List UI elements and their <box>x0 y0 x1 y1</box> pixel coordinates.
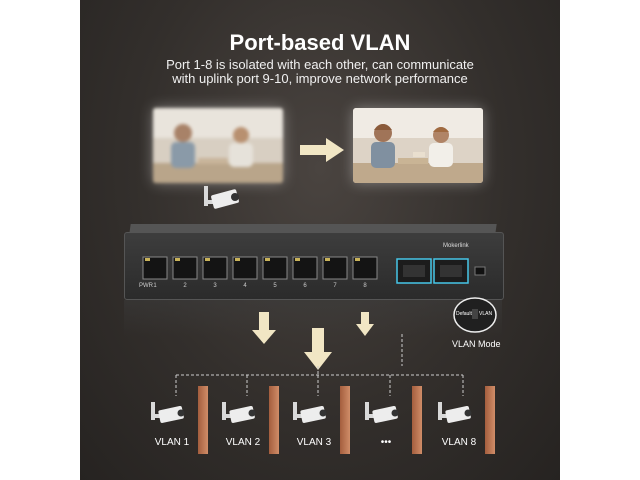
camera-icon <box>204 186 239 209</box>
arrow-down-icon <box>304 328 332 370</box>
network-switch: Mokerlink PWR 1 2 3 4 5 6 7 8 <box>124 232 504 300</box>
ethernet-port <box>292 256 318 280</box>
port-led <box>265 258 270 261</box>
port-number-label: 6 <box>303 283 307 289</box>
vlan-label: VLAN 3 <box>296 437 332 448</box>
ethernet-port <box>262 256 288 280</box>
subtitle-line-2: with uplink port 9-10, improve network p… <box>172 71 468 86</box>
infographic-canvas: Port-based VLAN Port 1-8 is isolated wit… <box>80 0 560 480</box>
photo-after <box>353 108 483 183</box>
mode-vlan-text: VLAN <box>479 311 493 317</box>
port-number-label: 2 <box>183 283 187 289</box>
camera-icon <box>151 402 185 423</box>
port-number-label: 1 <box>153 283 157 289</box>
connection-lines <box>175 334 464 396</box>
arrow-right-icon <box>300 138 344 162</box>
page-title: Port-based VLAN <box>229 30 411 55</box>
ethernet-port <box>352 256 378 280</box>
subtitle-line-1: Port 1-8 is isolated with each other, ca… <box>166 57 474 72</box>
ethernet-port <box>232 256 258 280</box>
mode-default-text: Default <box>456 311 472 317</box>
camera-icon <box>365 402 399 423</box>
port-led <box>325 258 330 261</box>
ethernet-port <box>322 256 348 280</box>
partition-panel <box>412 386 422 454</box>
vlan-label: VLAN 8 <box>441 437 477 448</box>
power-label: PWR <box>139 283 153 289</box>
ethernet-port <box>172 256 198 280</box>
ethernet-port <box>202 256 228 280</box>
photo-before <box>153 108 283 183</box>
port-number-label: 7 <box>333 283 337 289</box>
camera-icon <box>293 402 327 423</box>
camera-icon <box>222 402 256 423</box>
vlan-label: VLAN 2 <box>225 437 261 448</box>
brand-label: Mokerlink <box>443 243 469 249</box>
ethernet-port <box>142 256 168 280</box>
vlan-label: ••• <box>380 437 392 448</box>
camera-icon <box>438 402 472 423</box>
port-led <box>295 258 300 261</box>
port-led <box>235 258 240 261</box>
partition-panel <box>340 386 350 454</box>
port-led <box>175 258 180 261</box>
port-number-label: 8 <box>363 283 367 289</box>
arrow-down-icon <box>252 312 276 344</box>
port-number-label: 3 <box>213 283 217 289</box>
vlan-label: VLAN 1 <box>154 437 190 448</box>
port-led <box>205 258 210 261</box>
partition-panel <box>269 386 279 454</box>
port-number-label: 4 <box>243 283 247 289</box>
arrow-down-icon <box>356 312 374 336</box>
port-led <box>355 258 360 261</box>
partition-panel <box>485 386 495 454</box>
vlan-mode-label: VLAN Mode <box>452 339 501 349</box>
partition-panel <box>198 386 208 454</box>
vlan-mode-dial <box>453 297 497 333</box>
port-led <box>145 258 150 261</box>
port-number-label: 5 <box>273 283 277 289</box>
